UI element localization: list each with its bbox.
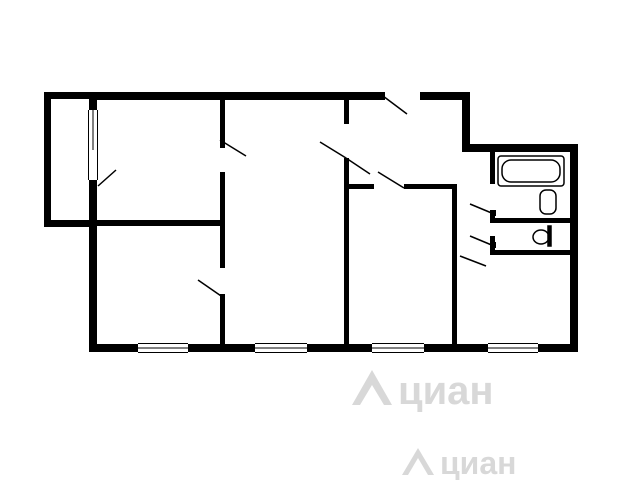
top-wall-right [420,92,470,100]
wall-kitchen-left [452,184,457,344]
wall-bath-toilet [490,218,570,223]
wall-center-right-top-b [404,184,456,189]
toilet-icon [532,225,552,247]
balcony-wall-top [44,92,96,99]
window-1 [138,343,188,353]
left-wall [89,92,97,352]
doors [97,95,495,299]
wall-center-right-top-a [344,184,374,189]
fixtures [497,155,565,247]
watermark-secondary: циан [440,445,516,480]
wall-markers [490,210,496,248]
door-balcony [97,169,117,187]
window-4 [488,343,538,353]
balcony-wall-left [44,92,51,227]
top-wall-left [89,92,385,100]
sink-icon [539,189,557,215]
window-3 [372,343,424,353]
notch-wall-horizontal [462,144,578,152]
door-top-left-room [219,139,247,157]
house-icon-secondary [402,448,434,475]
balcony-wall-bottom [44,220,96,227]
door-entrance [382,95,408,115]
door-corridor [345,157,371,175]
wall-toilet-bottom [490,250,570,255]
wall-bath-left-upper [490,152,495,184]
watermark-brand: циан [398,369,494,413]
wall-center-left-lower [220,172,225,268]
watermark: циан циан [352,369,516,480]
notch-wall-vertical [462,92,470,152]
windows [88,110,538,353]
bathtub-icon [497,155,565,187]
wall-center-left-upper [220,100,225,148]
wall-corridor-lower [344,158,349,344]
balcony-door [88,110,98,180]
outer-walls [44,92,578,352]
door-center-room [319,141,347,159]
bottom-wall [89,344,578,352]
wall-left-horizontal [97,220,225,226]
door-kitchen [459,255,487,267]
right-wall [570,144,578,352]
wall-center-left-bottom [220,294,225,344]
house-icon [352,370,392,405]
wall-corridor-upper [344,100,349,124]
interior-walls [97,100,570,344]
wall-bath-left-lower [490,212,495,222]
window-2 [255,343,307,353]
door-bottom-left-room [197,279,225,299]
door-center-right-room [377,171,405,189]
